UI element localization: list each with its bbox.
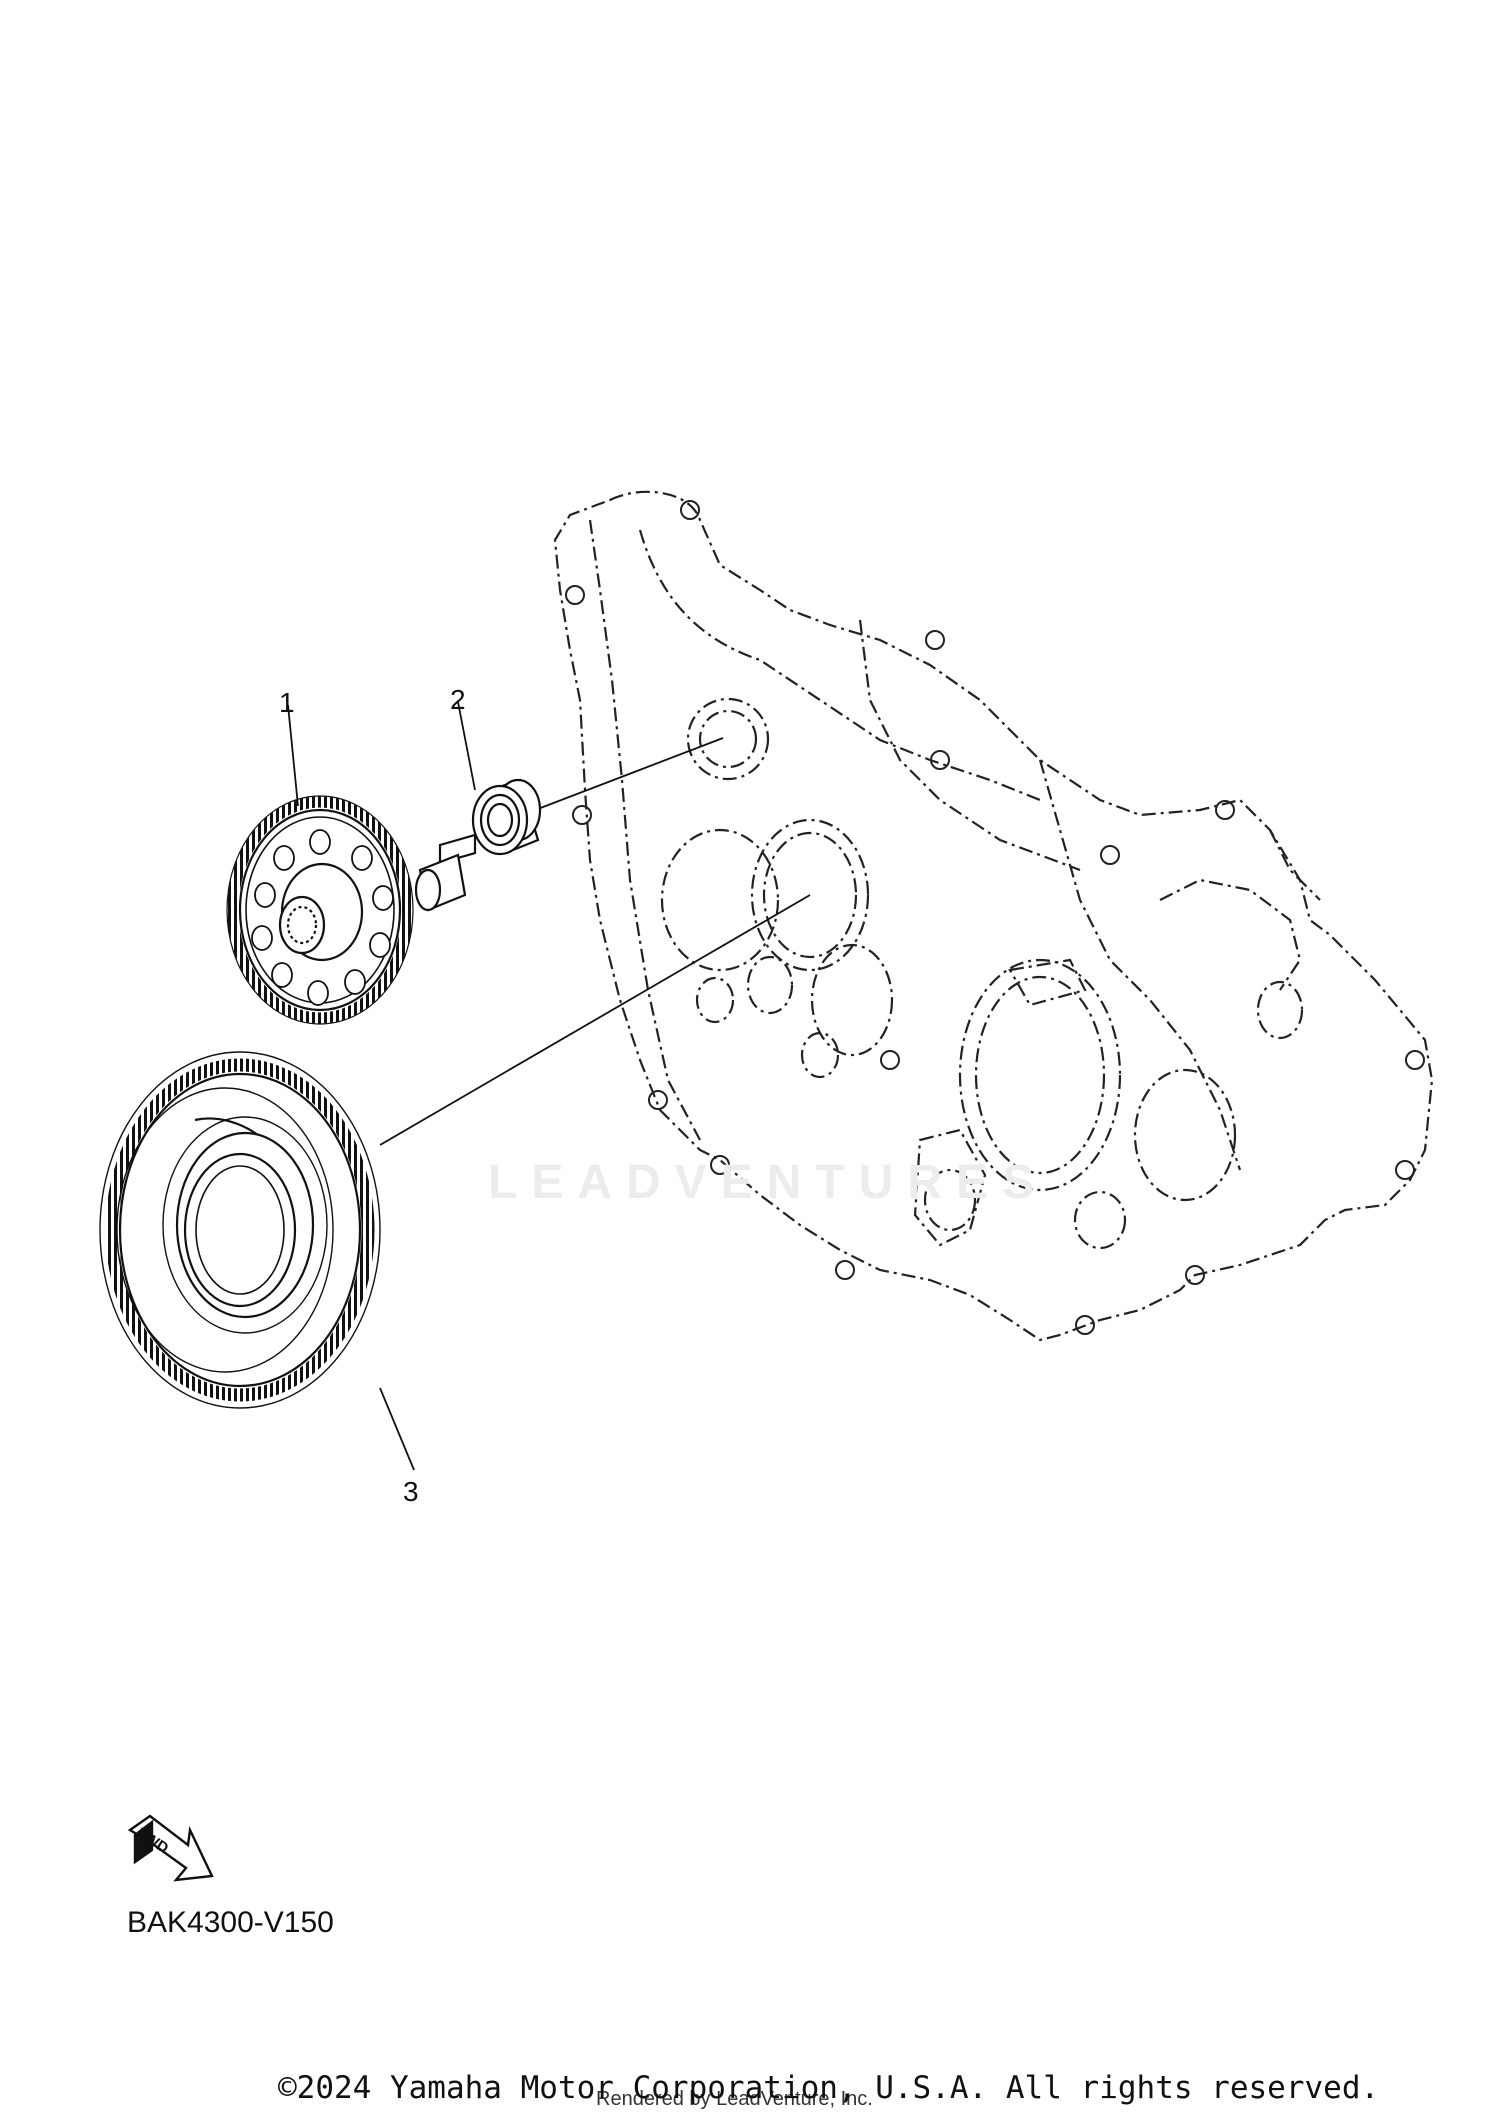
fwd-label: FWD <box>133 1825 171 1858</box>
alignment-leader-lines <box>287 701 811 1471</box>
fwd-badge-text: FWD <box>133 1825 171 1858</box>
crankcase-bolt-holes <box>565 500 1425 1335</box>
callout-number-1[interactable]: 1 <box>279 687 295 718</box>
callout-number-2[interactable]: 2 <box>450 684 466 715</box>
copyright-notice: ©2024 Yamaha Motor Corporation, U.S.A. A… <box>278 2070 1380 2106</box>
part-3-starter-wheel-gear <box>99 1051 381 1409</box>
forward-direction-arrow-icon <box>127 1814 214 1882</box>
crankcase-outline <box>553 490 1434 1342</box>
part-2-bearing <box>471 778 542 856</box>
watermark-text: LEADVENTURES <box>488 1156 1049 1209</box>
part-1-starter-idle-gear <box>226 795 477 1025</box>
callout-number-3[interactable]: 3 <box>403 1476 419 1507</box>
diagram-code-label: BAK4300-V150 <box>127 1906 334 1939</box>
rendered-by-credit: Rendered by LeadVenture, Inc. <box>596 2088 873 2110</box>
